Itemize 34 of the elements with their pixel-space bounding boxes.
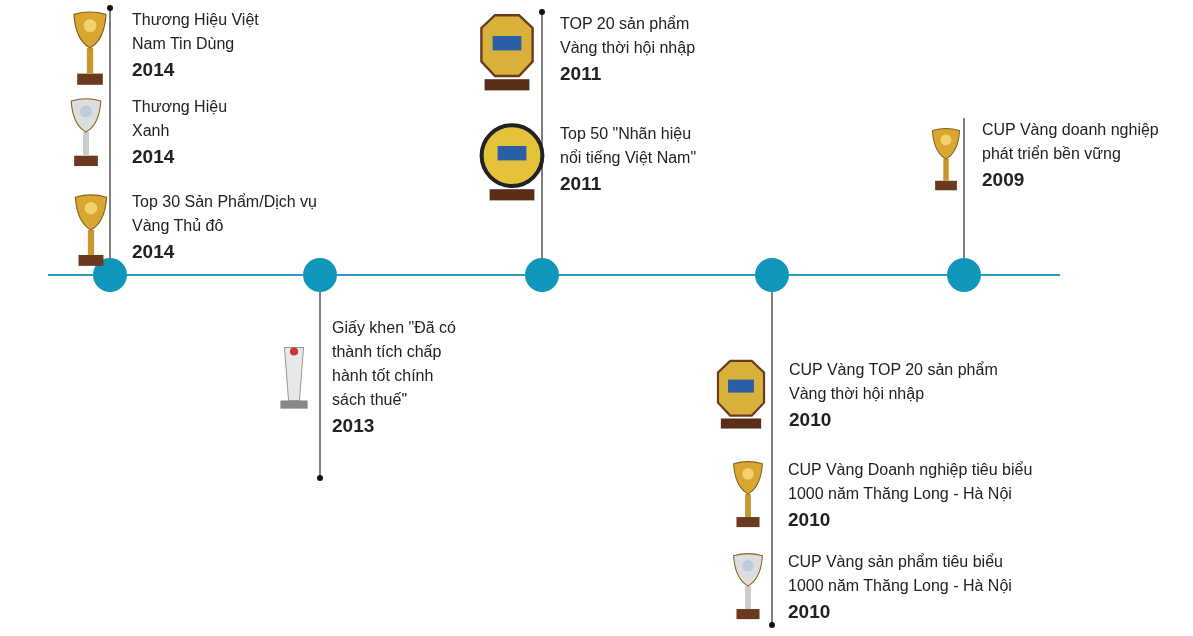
award-title: Thương Hiệu Xanh — [132, 97, 229, 141]
award-title: TOP 20 sản phẩm Vàng thời hội nhập — [560, 14, 697, 58]
award-year: 2009 — [982, 168, 1026, 192]
award-year: 2011 — [560, 62, 603, 86]
award-title: CUP Vàng sản phẩm tiêu biểu 1000 năm Thăng Long - Hà Nội — [788, 552, 1013, 596]
award-title: CUP Vàng Doanh nghiệp tiêu biểu 1000 năm Thăng Long - Hà Nội — [788, 460, 1034, 504]
award-year: 2010 — [788, 600, 832, 624]
award-title: Giấy khen "Đã có thành tích chấp hành tốt chính sách thuế" — [332, 318, 457, 410]
timeline-dot — [93, 258, 127, 292]
award-title: Thương Hiệu Việt Nam Tin Dùng — [132, 10, 260, 54]
leader-line — [107, 5, 113, 259]
timeline-line — [126, 274, 304, 276]
award-year: 2014 — [132, 145, 176, 169]
leader-line — [539, 9, 545, 259]
timeline-line — [336, 274, 526, 276]
award-year: 2013 — [332, 414, 376, 438]
award-title: Top 50 "Nhãn hiệu nổi tiếng Việt Nam" — [560, 124, 698, 168]
award-title: Top 30 Sản Phẩm/Dịch vụ Vàng Thủ đô — [132, 192, 317, 236]
timeline-dot — [525, 258, 559, 292]
timeline-dot — [947, 258, 981, 292]
award-year: 2010 — [789, 408, 833, 432]
award-title: CUP Vàng doanh nghiệp phát triển bền vững — [982, 120, 1160, 164]
award-year: 2014 — [132, 240, 176, 264]
award-year: 2010 — [788, 508, 832, 532]
award-year: 2014 — [132, 58, 176, 82]
leader-line — [769, 291, 775, 628]
timeline-dot — [755, 258, 789, 292]
leader-line — [963, 117, 965, 259]
timeline-dot — [303, 258, 337, 292]
timeline-line — [788, 274, 948, 276]
leader-line — [317, 291, 323, 481]
timeline-line — [558, 274, 756, 276]
award-year: 2011 — [560, 172, 603, 196]
award-title: CUP Vàng TOP 20 sản phẩm Vàng thời hội nhập — [789, 360, 999, 404]
